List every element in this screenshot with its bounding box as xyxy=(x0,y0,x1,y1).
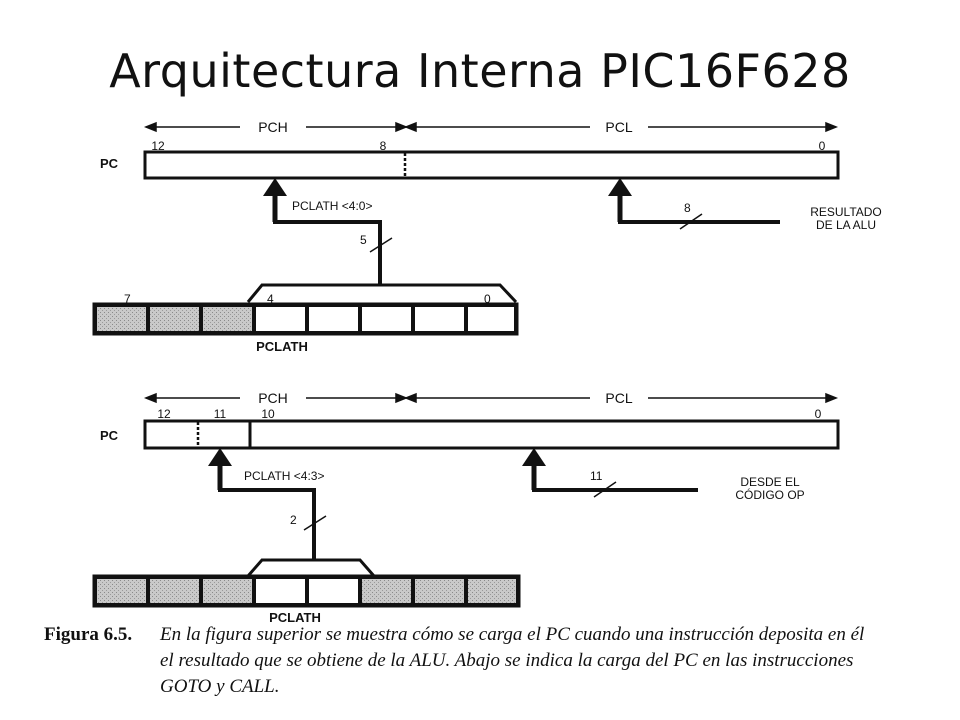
bottom-pcl-span-arrow xyxy=(403,392,839,404)
bottom-bit-12: 12 xyxy=(157,407,171,421)
top-bit-12: 12 xyxy=(151,139,165,153)
top-bus-slash-8 xyxy=(679,213,703,230)
slide-title: Arquitectura Interna PIC16F628 xyxy=(109,44,851,98)
top-alu-source-line2: DE LA ALU xyxy=(816,218,876,232)
bottom-pclath-cell-7 xyxy=(95,577,148,605)
bottom-pc-label: PC xyxy=(100,428,119,443)
top-pcl-span-arrow xyxy=(403,121,839,133)
bottom-bit-11: 11 xyxy=(214,407,227,421)
top-bit-8: 8 xyxy=(380,139,387,153)
bottom-pclath-register xyxy=(92,574,521,608)
bottom-pclath-cell-0 xyxy=(466,577,518,605)
caption-line-2: el resultado que se obtiene de la ALU. A… xyxy=(160,650,854,671)
top-reg-bit-7: 7 xyxy=(124,292,131,306)
figure-caption: Figura 6.5. En la figura superior se mues… xyxy=(44,622,944,700)
bottom-pclath-arrow xyxy=(208,448,316,560)
bottom-bus-width-2: 2 xyxy=(290,513,297,527)
bottom-pclath-bracket xyxy=(246,558,376,577)
top-pclath-bus-label: PCLATH <4:0> xyxy=(292,199,372,213)
top-pclath-cell-4 xyxy=(254,305,307,333)
bottom-pclath-cell-1 xyxy=(413,577,466,605)
top-alu-source-line1: RESULTADO xyxy=(810,205,882,219)
top-bus-width-5: 5 xyxy=(360,233,367,247)
top-pclath-cell-7 xyxy=(95,305,148,333)
bottom-bus-slash-2 xyxy=(303,515,327,531)
top-pch-label: PCH xyxy=(258,119,288,135)
bottom-pclath-cell-3 xyxy=(307,577,360,605)
caption-line-1: En la figura superior se muestra cómo se… xyxy=(160,624,865,645)
caption-row-1: Figura 6.5. En la figura superior se mues… xyxy=(44,622,944,648)
top-reg-bit-4: 4 xyxy=(267,292,274,306)
bottom-pclath-name: PCLATH xyxy=(269,610,321,625)
bottom-pclath-cell-2 xyxy=(360,577,413,605)
top-pch-span-arrow xyxy=(143,121,409,133)
bottom-pch-label: PCH xyxy=(258,390,288,406)
top-pclath-cell-2 xyxy=(360,305,413,333)
top-bus-width-8: 8 xyxy=(684,201,691,215)
bottom-bus-width-11: 11 xyxy=(590,469,603,483)
bottom-bit-10: 10 xyxy=(261,407,275,421)
top-bus-slash-5 xyxy=(369,237,393,253)
top-reg-bit-0: 0 xyxy=(484,292,491,306)
caption-figure-label: Figura 6.5. xyxy=(44,624,133,645)
caption-row-3: GOTO y CALL. xyxy=(44,674,944,700)
bottom-bit-0: 0 xyxy=(815,407,822,421)
top-pclath-register xyxy=(92,302,519,336)
bottom-pclath-cell-6 xyxy=(148,577,201,605)
top-pclath-name: PCLATH xyxy=(256,339,308,354)
bottom-pclath-cell-4 xyxy=(254,577,307,605)
bottom-op-source-line2: CÓDIGO OP xyxy=(735,487,804,502)
top-diagram: PCH PCL 12 8 0 PC PCLATH <4:0> 5 xyxy=(92,119,882,354)
top-pclath-arrow xyxy=(263,178,382,285)
bottom-pcl-label: PCL xyxy=(605,390,632,406)
bottom-pclath-cell-5 xyxy=(201,577,254,605)
top-pclath-bracket xyxy=(246,283,518,304)
top-pclath-cell-1 xyxy=(413,305,466,333)
bottom-pclath-bus-label: PCLATH <4:3> xyxy=(244,469,324,483)
top-pclath-cell-5 xyxy=(201,305,254,333)
top-bit-0: 0 xyxy=(819,139,826,153)
bottom-bus-slash-11 xyxy=(593,481,617,498)
caption-line-3: GOTO y CALL. xyxy=(160,676,280,697)
top-alu-arrow xyxy=(608,178,780,224)
top-pclath-cell-0 xyxy=(466,305,516,333)
caption-row-2: el resultado que se obtiene de la ALU. A… xyxy=(44,648,944,674)
top-pc-register xyxy=(143,150,840,180)
top-pcl-label: PCL xyxy=(605,119,632,135)
top-pc-label: PC xyxy=(100,156,119,171)
bottom-pc-register xyxy=(143,419,840,450)
top-pclath-cell-6 xyxy=(148,305,201,333)
bottom-pch-span-arrow xyxy=(143,392,409,404)
bottom-diagram: PCH PCL 12 11 10 0 PC PCLATH <4:3> 2 xyxy=(92,390,840,625)
bottom-op-source-line1: DESDE EL xyxy=(740,475,800,489)
bottom-opcode-arrow xyxy=(522,448,698,492)
top-pclath-cell-3 xyxy=(307,305,360,333)
